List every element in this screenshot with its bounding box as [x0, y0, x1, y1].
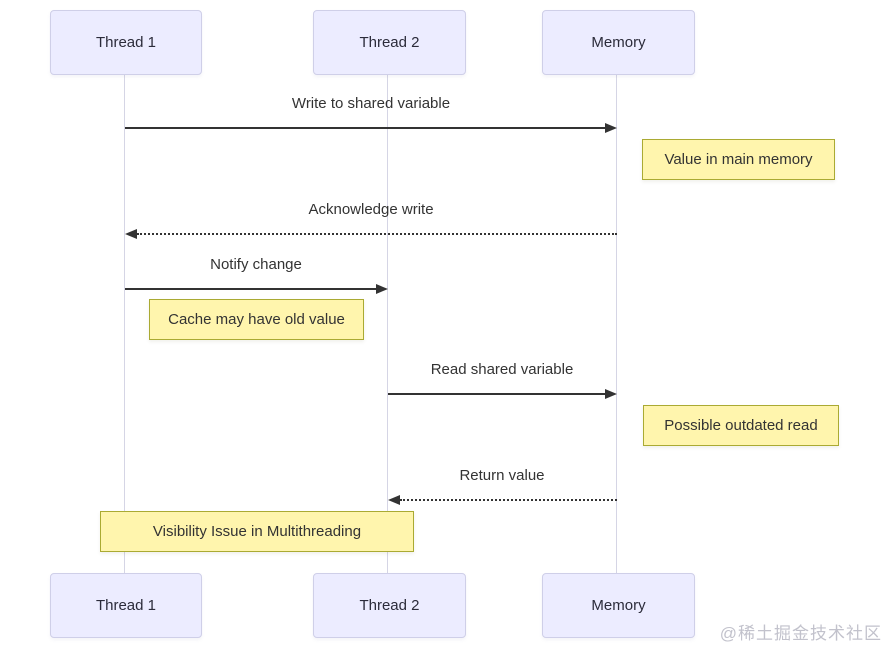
message-line-notify-change	[125, 288, 378, 290]
message-line-write-to-shared-variable	[125, 127, 607, 129]
lifeline-memory	[616, 75, 617, 573]
note-label: Visibility Issue in Multithreading	[152, 523, 362, 540]
arrowhead-left-icon	[125, 229, 137, 239]
note-cache-may-have-old-value: Cache may have old value	[149, 299, 364, 340]
message-label-notify-change: Notify change	[210, 256, 302, 273]
message-label-return-value: Return value	[459, 467, 545, 484]
message-line-acknowledge-write	[137, 233, 617, 235]
actor-label: Thread 2	[359, 597, 420, 614]
actor-label: Thread 2	[359, 34, 420, 51]
actor-bottom-thread2: Thread 2	[313, 573, 466, 638]
actor-label: Memory	[591, 34, 646, 51]
actor-label: Memory	[591, 597, 646, 614]
actor-top-thread1: Thread 1	[50, 10, 202, 75]
note-label: Value in main memory	[664, 151, 813, 168]
message-line-return-value	[400, 499, 617, 501]
note-value-in-main-memory: Value in main memory	[642, 139, 835, 180]
actor-bottom-thread1: Thread 1	[50, 573, 202, 638]
message-line-read-shared-variable	[388, 393, 607, 395]
message-label-acknowledge-write: Acknowledge write	[308, 201, 434, 218]
arrowhead-left-icon	[388, 495, 400, 505]
arrowhead-right-icon	[605, 389, 617, 399]
message-label-read-shared-variable: Read shared variable	[430, 361, 574, 378]
watermark-text: @稀土掘金技术社区	[719, 624, 882, 643]
actor-top-thread2: Thread 2	[313, 10, 466, 75]
actor-top-memory: Memory	[542, 10, 695, 75]
message-label-write-to-shared-variable: Write to shared variable	[291, 95, 451, 112]
actor-bottom-memory: Memory	[542, 573, 695, 638]
note-label: Cache may have old value	[168, 311, 345, 328]
note-possible-outdated-read: Possible outdated read	[643, 405, 839, 446]
actor-label: Thread 1	[95, 34, 157, 51]
actor-label: Thread 1	[95, 597, 157, 614]
note-label: Possible outdated read	[664, 417, 818, 434]
arrowhead-right-icon	[605, 123, 617, 133]
note-visibility-issue-in-multithreading: Visibility Issue in Multithreading	[100, 511, 414, 552]
lifeline-thread2	[387, 75, 388, 573]
lifeline-thread1	[124, 75, 125, 573]
arrowhead-right-icon	[376, 284, 388, 294]
